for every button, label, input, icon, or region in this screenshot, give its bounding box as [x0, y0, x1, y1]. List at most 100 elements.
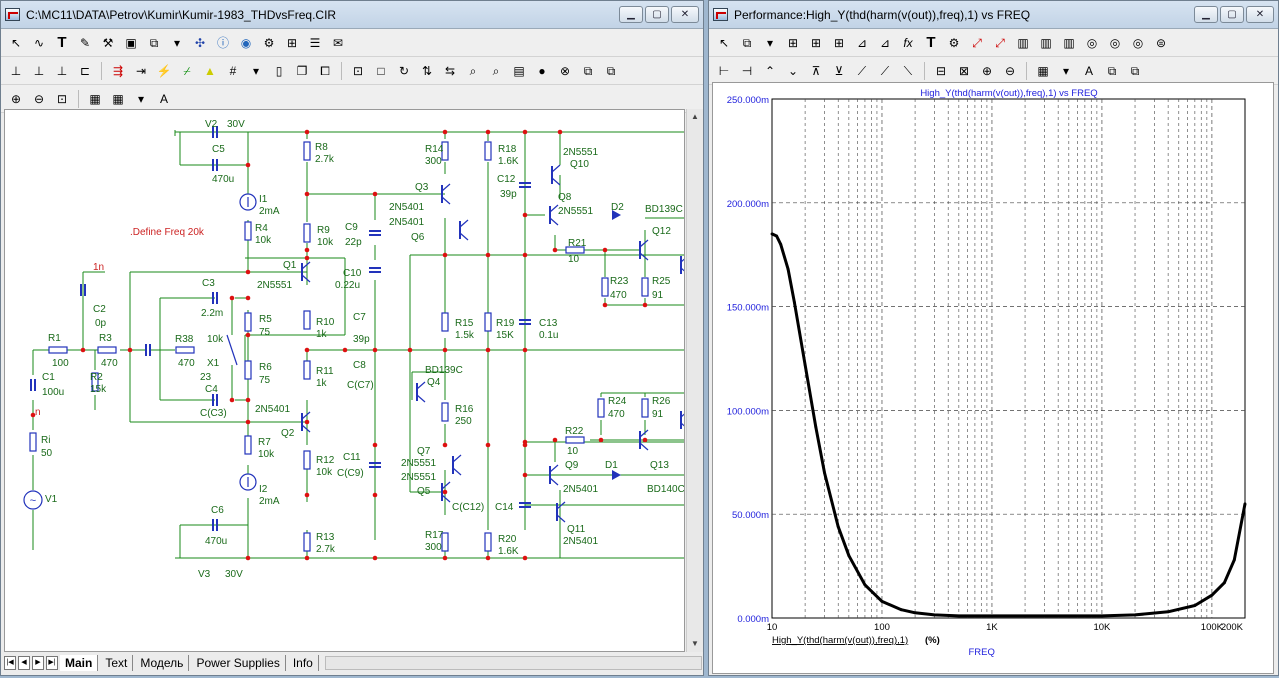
valley-icon[interactable]: ⌄	[787, 63, 799, 78]
graph-icon[interactable]: ⊿	[856, 35, 868, 50]
jump-icon[interactable]: ✣	[194, 35, 206, 50]
plot-area[interactable]: High_Y(thd(harm(v(out)),freq),1) vs FREQ…	[712, 82, 1274, 674]
ruler-icon[interactable]: ▥	[1063, 35, 1075, 50]
high-icon[interactable]: ⊼	[811, 63, 821, 78]
global-low-icon[interactable]: ⟍	[903, 63, 913, 78]
paste-icon[interactable]: ⧉	[1130, 63, 1140, 78]
minimize-button[interactable]: ▁	[1194, 6, 1218, 23]
cursor-mode-icon[interactable]: ⤢	[995, 35, 1005, 50]
maximize-button[interactable]: ▢	[645, 6, 669, 23]
grid-icon[interactable]: #	[229, 63, 237, 78]
tile-icon[interactable]: ▦	[1037, 63, 1049, 78]
close-button[interactable]: ✕	[1246, 6, 1274, 23]
first-page-icon[interactable]: |◀	[4, 656, 16, 670]
wire-icon[interactable]: ∿	[33, 35, 45, 50]
cursor-right-icon[interactable]: ⊣	[741, 63, 753, 78]
copy-icon[interactable]: ⧉	[1107, 63, 1117, 78]
dropdown-arrow-icon[interactable]: ▾	[766, 35, 774, 50]
current-flow-icon[interactable]: ⇶	[112, 63, 124, 78]
dropdown-arrow-icon[interactable]: ▾	[137, 91, 145, 106]
pin-names-icon[interactable]: ⊥	[56, 63, 68, 78]
dropdown-arrow-icon[interactable]: ▾	[1062, 63, 1070, 78]
info-icon[interactable]: ⓘ	[216, 35, 229, 50]
forward-icon[interactable]: ●	[538, 63, 546, 78]
minimize-button[interactable]: ▁	[619, 6, 643, 23]
page-icon[interactable]: ▯	[275, 63, 283, 78]
node-voltages-icon[interactable]: ⊥	[33, 63, 45, 78]
data-points-icon[interactable]: ▥	[1017, 35, 1029, 50]
model-icon[interactable]: ⚙	[263, 35, 275, 50]
peak-icon[interactable]: ⌃	[764, 63, 776, 78]
next-page-icon[interactable]: ▶	[32, 656, 44, 670]
zoom-out-icon[interactable]: ⊖	[33, 91, 45, 106]
zoom-fit-icon[interactable]: ⊡	[56, 91, 68, 106]
component-icon[interactable]: ⊡	[352, 63, 364, 78]
zoom-all-icon[interactable]: ⧉	[606, 63, 616, 78]
global-high-icon[interactable]: ⟋	[880, 63, 890, 78]
text-tool-icon[interactable]: T	[57, 34, 67, 51]
find-next-icon[interactable]: ⌕	[492, 63, 500, 78]
rotate-icon[interactable]: ↻	[398, 63, 410, 78]
scale-icon[interactable]: ⊞	[787, 35, 799, 50]
tile-icon[interactable]: ▦	[112, 91, 124, 106]
prev-page-icon[interactable]: ◀	[18, 656, 30, 670]
select-arrow-icon[interactable]: ↖	[718, 35, 730, 50]
align-cursors-icon[interactable]: ⊟	[935, 63, 947, 78]
font-icon[interactable]: A	[1084, 63, 1093, 78]
clipboard-icon[interactable]: ▤	[513, 63, 525, 78]
tab-main[interactable]: Main	[60, 655, 99, 671]
bottom-icon[interactable]: ⊠	[958, 63, 970, 78]
export-icon[interactable]: ⊜	[1155, 35, 1167, 50]
scroll-down-arrow-icon[interactable]: ▼	[691, 639, 699, 648]
properties-icon[interactable]: ✉	[332, 35, 344, 50]
stop-icon[interactable]: ⊗	[559, 63, 571, 78]
properties-icon[interactable]: ⚙	[948, 35, 960, 50]
macro-icon[interactable]: ⧉	[742, 35, 752, 50]
zoom-in-icon[interactable]: ⊕	[981, 63, 993, 78]
warning-icon[interactable]: ▲	[204, 63, 216, 78]
zoom-region-icon[interactable]: ◎	[1109, 35, 1121, 50]
dropdown-arrow-icon[interactable]: ▾	[173, 35, 181, 50]
zoom-out-icon[interactable]: ⊖	[1004, 63, 1016, 78]
wand-icon[interactable]: ⚒	[102, 35, 114, 50]
select-arrow-icon[interactable]: ↖	[10, 35, 22, 50]
low-icon[interactable]: ⊻	[834, 63, 844, 78]
maximize-button[interactable]: ▢	[1220, 6, 1244, 23]
flip-icon[interactable]: ⇅	[421, 63, 433, 78]
copy-page-icon[interactable]: ❐	[296, 63, 308, 78]
font-icon[interactable]: A	[159, 91, 168, 106]
horizontal-scrollbar[interactable]	[324, 656, 702, 670]
node-icon[interactable]: ⊞	[286, 35, 298, 50]
mirror-icon[interactable]: ⇆	[444, 63, 456, 78]
tab-text[interactable]: Text	[100, 655, 134, 671]
box-icon[interactable]: □	[377, 63, 385, 78]
close-button[interactable]: ✕	[671, 6, 699, 23]
tokens-icon[interactable]: ▥	[1040, 35, 1052, 50]
tab-info[interactable]: Info	[288, 655, 319, 671]
bus-icon[interactable]: ▣	[125, 35, 137, 50]
conditions-icon[interactable]: ⌿	[183, 63, 191, 78]
auto-scale-icon[interactable]: ⊞	[810, 35, 822, 50]
inflection-icon[interactable]: ⟋	[857, 63, 867, 78]
window-icon[interactable]: ⧠	[320, 63, 330, 78]
restore-scale-icon[interactable]: ⊞	[833, 35, 845, 50]
formula-icon[interactable]: fx	[903, 35, 913, 50]
text-tool-icon[interactable]: T	[926, 34, 936, 51]
macro-icon[interactable]: ⧉	[149, 35, 159, 50]
last-page-icon[interactable]: ▶|	[46, 656, 58, 670]
list-icon[interactable]: ☰	[309, 35, 321, 50]
pin-connection-icon[interactable]: ⊏	[79, 63, 91, 78]
zoom-window-icon[interactable]: ⧉	[583, 63, 593, 78]
power-icon[interactable]: ⚡	[156, 63, 172, 78]
zoom-in-icon[interactable]: ⊕	[10, 91, 22, 106]
help-icon[interactable]: ◉	[240, 35, 252, 50]
cursor-icon[interactable]: ⤢	[972, 35, 982, 50]
zoom-tool-icon[interactable]: ◎	[1086, 35, 1098, 50]
pen-icon[interactable]: ✎	[79, 35, 91, 50]
graph-tag-icon[interactable]: ⊿	[879, 35, 891, 50]
pan-icon[interactable]: ◎	[1132, 35, 1144, 50]
print-icon[interactable]: ▦	[89, 91, 101, 106]
schematic-vertical-scrollbar[interactable]: ▲ ▼	[686, 109, 703, 652]
arrow-icon[interactable]: ⇥	[135, 63, 147, 78]
